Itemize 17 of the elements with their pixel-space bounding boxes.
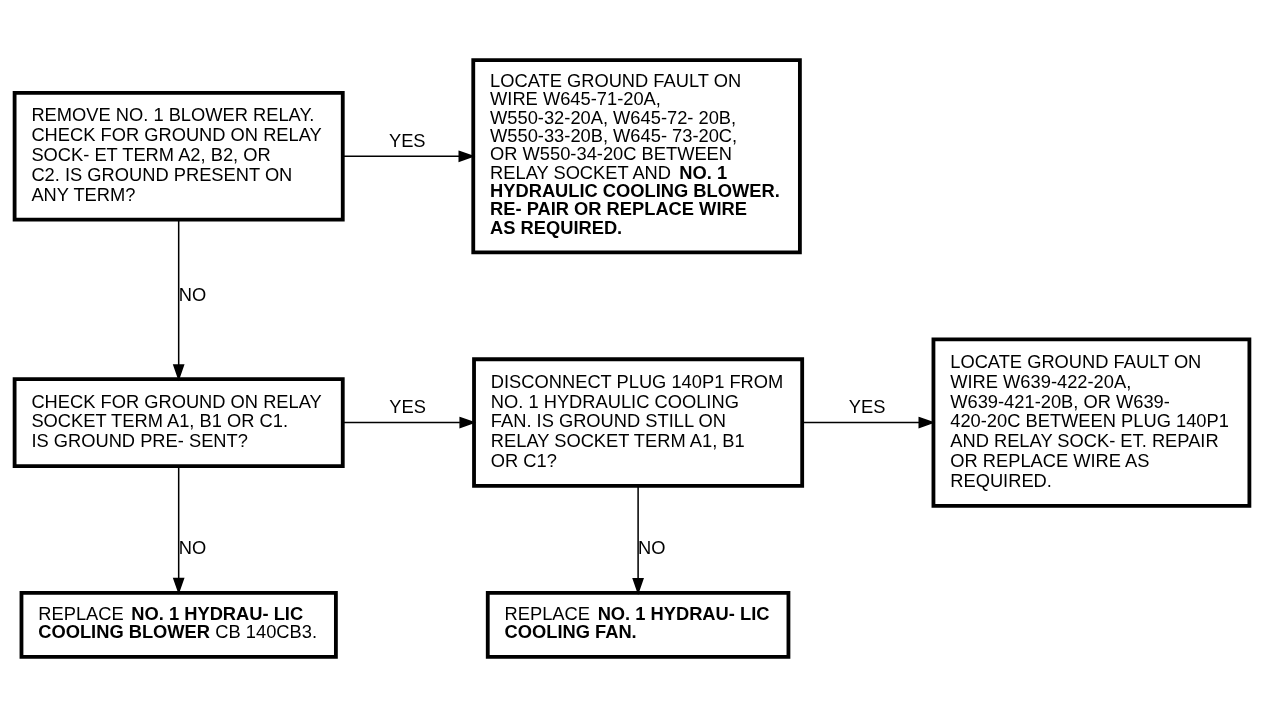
- arrow: [632, 485, 644, 595]
- edge-label: YES: [388, 129, 426, 151]
- arrow: [172, 465, 185, 595]
- node-box: REPLACE NO. 1 HYDRAU- LIC COOLING BLOWER CB 140CB3.: [19, 590, 338, 659]
- edge-label: NO: [178, 537, 207, 559]
- arrow: [172, 219, 185, 382]
- arrow: [342, 416, 477, 429]
- node-box: CHECK FOR GROUND ON RELAY SOCKET TERM A1, B1 OR C1. IS GROUND PRE- SENT?: [12, 377, 345, 469]
- edge-label: NO: [178, 283, 207, 305]
- node-box: LOCATE GROUND FAULT ON WIRE W639-422-20A, W639-421-20B, OR W639- 420-20C BETWEEN PLUG 140P1 AND RELAY SOCK- ET. REPAIR OR REPLACE WIRE AS REQUIRED.: [931, 337, 1252, 508]
- edge-label: NO: [638, 537, 666, 559]
- edge-label: YES: [389, 395, 426, 417]
- node-box: REMOVE NO. 1 BLOWER RELAY. CHECK FOR GROUND ON RELAY SOCK- ET TERM A2, B2, OR C2. IS GROUND PRESENT ON ANY TERM?: [12, 91, 345, 222]
- node-box: DISCONNECT PLUG 140P1 FROM NO. 1 HYDRAULIC COOLING FAN. IS GROUND STILL ON RELAY SOCKET TERM A1, B1 OR C1?: [472, 357, 805, 488]
- node-box: LOCATE GROUND FAULT ON WIRE W645-71-20A, W550-32-20A, W645-72- 20B, W550-33-20B, W645- 73-20C, OR W550-34-20C BETWEEN RELAY SOCKET AND NO. 1 HYDRAULIC COOLING BLOWER. RE- PAIR OR REPLACE WIRE AS REQUIRED.: [471, 58, 802, 255]
- node-box: REPLACE NO. 1 HYDRAU- LIC COOLING FAN.: [485, 590, 791, 659]
- edge-label: YES: [848, 395, 886, 417]
